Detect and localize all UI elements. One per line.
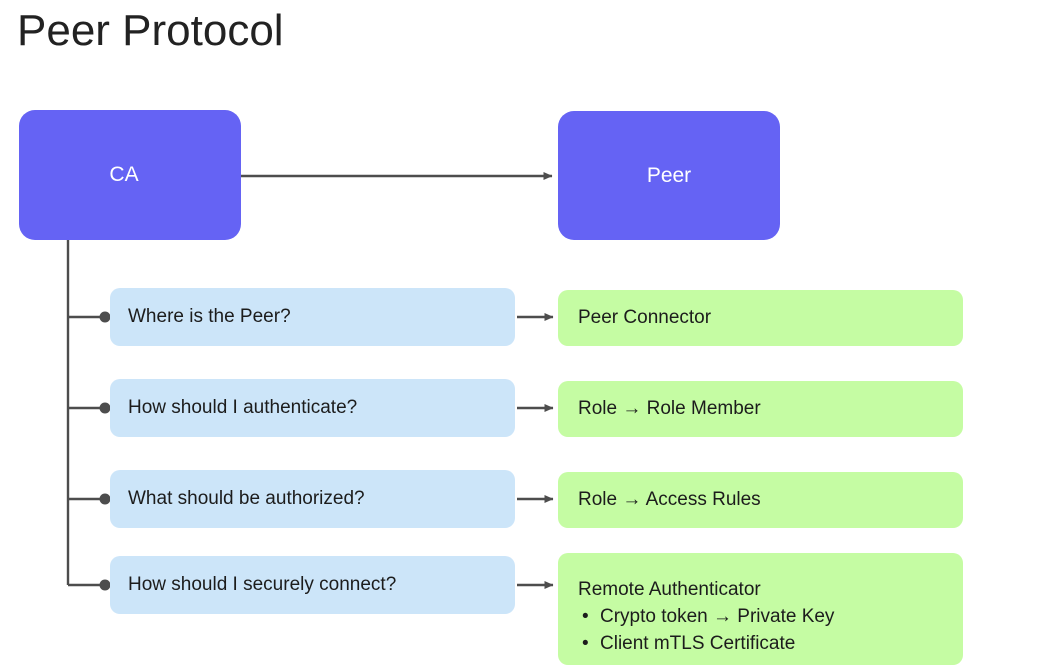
node-question-2[interactable]: How should I authenticate? xyxy=(110,379,515,437)
node-answer-3[interactable]: Role → Access Rules xyxy=(558,472,963,528)
node-question-1[interactable]: Where is the Peer? xyxy=(110,288,515,346)
node-answer-4-title: Remote Authenticator xyxy=(578,578,761,600)
node-question-2-label: How should I authenticate? xyxy=(128,397,358,418)
node-question-1-label: Where is the Peer? xyxy=(128,306,291,327)
list-item: Crypto token → Private Key xyxy=(582,603,963,630)
node-question-4[interactable]: How should I securely connect? xyxy=(110,556,515,614)
node-peer[interactable]: Peer xyxy=(558,111,780,240)
node-question-3[interactable]: What should be authorized? xyxy=(110,470,515,528)
list-item: Client mTLS Certificate xyxy=(582,630,963,657)
node-answer-1[interactable]: Peer Connector xyxy=(558,290,963,346)
node-answer-2[interactable]: Role → Role Member xyxy=(558,381,963,437)
connector-dot-1 xyxy=(99,311,111,323)
connector-dot-2 xyxy=(99,402,111,414)
node-question-4-label: How should I securely connect? xyxy=(128,574,397,595)
node-answer-3-label: Role → Access Rules xyxy=(578,489,761,510)
node-answer-2-label: Role → Role Member xyxy=(578,398,761,419)
node-answer-4[interactable]: Remote Authenticator Crypto token → Priv… xyxy=(558,553,963,665)
node-answer-1-label: Peer Connector xyxy=(578,307,712,328)
page-title: Peer Protocol xyxy=(17,6,284,55)
node-peer-label: Peer xyxy=(646,163,692,187)
node-answer-4-list: Crypto token → Private Key Client mTLS C… xyxy=(578,603,963,657)
node-ca-label: CA xyxy=(109,163,139,186)
node-ca[interactable]: CA xyxy=(19,110,241,240)
connector-dot-4 xyxy=(99,579,111,591)
node-question-3-label: What should be authorized? xyxy=(128,488,365,509)
connector-dot-3 xyxy=(99,493,111,505)
